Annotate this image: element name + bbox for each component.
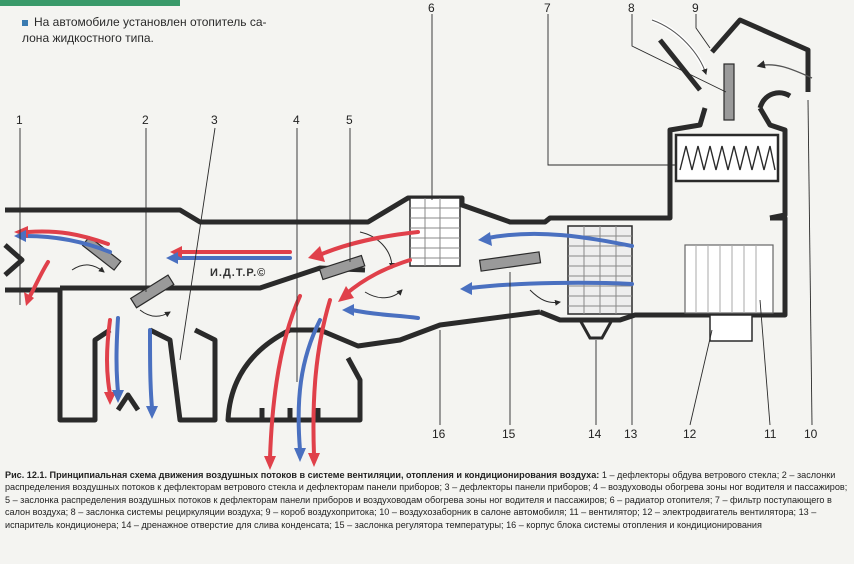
header-accent-bar xyxy=(0,0,180,6)
caption-title: Принципиальная схема движения воздушных … xyxy=(49,470,600,480)
figure-caption: Рис. 12.1. Принципиальная схема движения… xyxy=(5,469,849,531)
callout-7: 7 xyxy=(544,1,551,15)
fan-motor xyxy=(709,314,753,342)
callout-6: 6 xyxy=(428,1,435,15)
cold-air-flows xyxy=(24,231,634,452)
hot-flow-upper xyxy=(320,230,420,256)
callout-14: 14 xyxy=(588,427,602,441)
cabin-filter xyxy=(674,133,780,183)
callout-9: 9 xyxy=(692,1,699,15)
hot-flow-windshield xyxy=(26,229,110,246)
hot-arrowheads xyxy=(14,226,354,470)
footwell-duct-outline xyxy=(225,327,363,423)
footwell-damper xyxy=(318,254,366,281)
cold-flow-upper xyxy=(486,231,634,248)
cold-flow-vent-b xyxy=(148,328,154,410)
callout-2: 2 xyxy=(142,113,149,127)
heater-radiator xyxy=(409,197,461,267)
callout-10: 10 xyxy=(804,427,818,441)
condensate-drain xyxy=(578,319,614,340)
housing-outline xyxy=(3,106,788,349)
v-notch-outline xyxy=(3,243,25,277)
callout-4: 4 xyxy=(293,113,300,127)
airflow-diagram: И.Д.Т.Р.© 1 2 3 4 5 6 7 8 9 10 11 12 13 … xyxy=(3,1,818,470)
dash-vent-outline xyxy=(57,290,218,423)
fan-housing-outline xyxy=(539,215,788,323)
intro-line-2: лона жидкостного типа. xyxy=(22,31,154,45)
hot-flow-footwell-a xyxy=(268,294,302,460)
cold-flow-vent-a xyxy=(114,316,120,394)
watermark-text: И.Д.Т.Р.© xyxy=(210,267,266,279)
callout-numbers: 1 2 3 4 5 6 7 8 9 10 11 12 13 14 15 16 xyxy=(16,1,818,441)
dash-damper xyxy=(129,274,175,309)
footwell-ports xyxy=(259,408,321,420)
recirculation-flap xyxy=(723,63,735,121)
intake-duct-outline xyxy=(658,17,811,109)
bullet-icon xyxy=(22,19,28,26)
callout-11: 11 xyxy=(764,427,777,441)
callout-8: 8 xyxy=(628,1,635,15)
hot-flow-left xyxy=(28,260,50,298)
hot-flow-vent xyxy=(105,318,112,396)
hot-flow-mid xyxy=(344,258,412,296)
caption-fig: Рис. 12.1. xyxy=(5,470,47,480)
cold-flow-lower xyxy=(468,280,634,290)
dash-vent-notch xyxy=(115,392,141,412)
hot-air-flows xyxy=(26,229,420,460)
cold-flow-windshield xyxy=(24,234,112,254)
cold-flow-recirc xyxy=(350,308,420,320)
intro-line-1: На автомобиле установлен отопитель са- xyxy=(34,15,267,29)
callout-5: 5 xyxy=(346,113,353,127)
callout-13: 13 xyxy=(624,427,638,441)
temperature-damper xyxy=(478,251,542,272)
hot-flow-footwell-b xyxy=(311,298,332,457)
callout-15: 15 xyxy=(502,427,516,441)
windshield-duct-outline xyxy=(5,190,673,225)
cold-arrowheads xyxy=(14,230,492,462)
intro-text: На автомобиле установлен отопитель са- л… xyxy=(22,14,312,46)
callout-1: 1 xyxy=(16,113,23,127)
callout-12: 12 xyxy=(683,427,697,441)
damper-swing-arcs xyxy=(71,231,561,318)
leader-lines xyxy=(19,14,813,426)
blower-fan xyxy=(684,244,774,314)
callout-3: 3 xyxy=(211,113,218,127)
recirc-air-arrow xyxy=(756,60,813,79)
caption-body: 1 – дефлекторы обдува ветрового стекла; … xyxy=(5,470,848,530)
cold-flow-footwell xyxy=(296,318,322,452)
callout-16: 16 xyxy=(432,427,446,441)
